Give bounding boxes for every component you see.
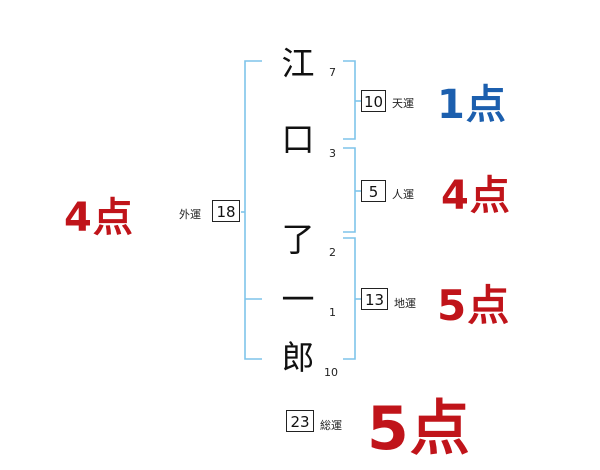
tenkaku-value-box: 10 <box>361 90 386 112</box>
stroke-count-4: 1 <box>329 306 336 319</box>
chikaku-value-box: 13 <box>361 288 388 310</box>
tenkaku-label: 天運 <box>392 97 414 110</box>
stroke-count-3: 2 <box>329 246 336 259</box>
jinkaku-score: 4点 <box>441 173 511 219</box>
gaikaku-label: 外運 <box>179 208 201 221</box>
stroke-count-1: 7 <box>329 66 336 79</box>
chikaku-score: 5点 <box>437 281 511 330</box>
gaikaku-bracket <box>244 60 262 360</box>
tenkaku-bracket <box>343 60 356 140</box>
stroke-count-2: 3 <box>329 147 336 160</box>
name-char-1: 江 <box>281 44 315 83</box>
chikaku-bracket <box>343 237 356 360</box>
gaikaku-value-box: 18 <box>212 200 240 222</box>
stroke-count-5: 10 <box>324 366 338 379</box>
name-char-4: 一 <box>281 280 315 319</box>
tenkaku-score: 1点 <box>437 82 507 128</box>
jinkaku-label: 人運 <box>392 188 414 201</box>
gaikaku-score: 4点 <box>64 195 134 241</box>
chikaku-label: 地運 <box>394 297 416 310</box>
jinkaku-bracket <box>343 147 356 233</box>
name-char-5: 郎 <box>281 338 315 377</box>
soukaku-score: 5点 <box>367 394 471 464</box>
jinkaku-value-box: 5 <box>361 180 386 202</box>
soukaku-value-box: 23 <box>286 410 314 432</box>
soukaku-label: 総運 <box>320 419 342 432</box>
name-char-3: 了 <box>281 220 315 259</box>
name-char-2: 口 <box>281 120 315 159</box>
